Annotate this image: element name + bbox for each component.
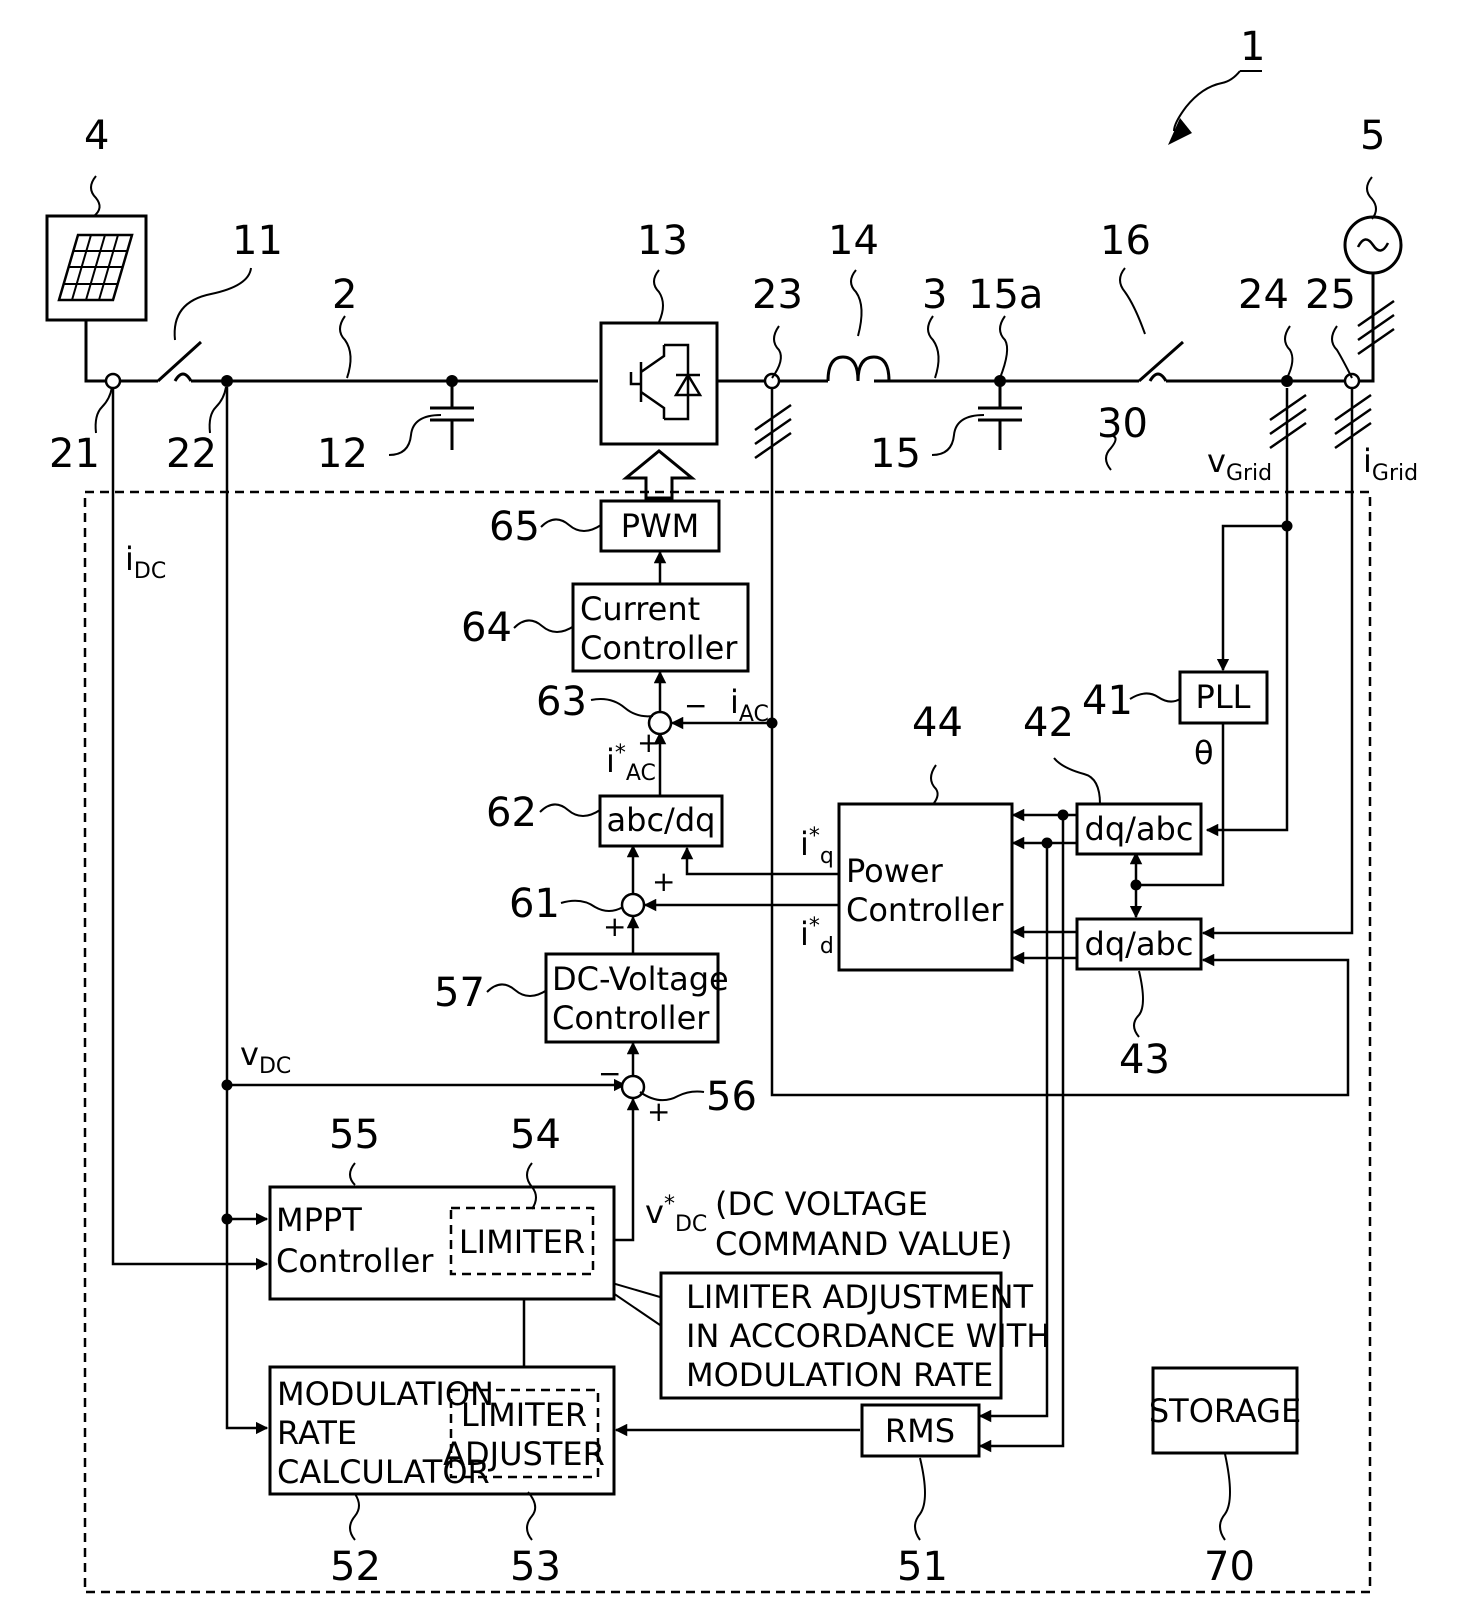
limiter-label: LIMITER: [459, 1223, 585, 1261]
ref-43: 43: [1119, 1037, 1170, 1083]
ref-63: 63: [536, 679, 587, 725]
power-controller-label-2: Controller: [846, 891, 1004, 929]
ref-54: 54: [510, 1112, 561, 1158]
dc-voltage-controller-label-1: DC-Voltage: [552, 960, 729, 998]
signal-i-grid: iGrid: [1363, 442, 1418, 486]
current-controller-label-2: Controller: [580, 629, 738, 667]
ref-5: 5: [1360, 113, 1385, 159]
ref-42: 42: [1023, 700, 1074, 746]
limiter-adjuster-label-2: ADJUSTER: [443, 1435, 605, 1473]
ref-61: 61: [509, 881, 560, 927]
sign-63-plus: +: [637, 726, 660, 759]
dc-voltage-controller-label-2: Controller: [552, 999, 710, 1037]
signal-theta: θ: [1194, 734, 1214, 772]
power-controller-label-1: Power: [846, 852, 944, 890]
pll-label: PLL: [1196, 678, 1251, 716]
summing-junction-56: [622, 1076, 644, 1098]
node-22: [221, 375, 233, 387]
ref-56: 56: [706, 1074, 757, 1120]
signal-i-ac: iAC: [730, 683, 769, 727]
ref-2: 2: [332, 272, 357, 318]
limiter-adjustment-note-1: LIMITER ADJUSTMENT: [686, 1278, 1034, 1316]
ref-62: 62: [486, 790, 537, 836]
ref-41: 41: [1082, 678, 1133, 724]
ref-16: 16: [1100, 218, 1151, 264]
ref-65: 65: [489, 504, 540, 550]
mppt-controller-label-2: Controller: [276, 1242, 434, 1280]
modulation-rate-calculator-label-2: RATE: [277, 1414, 357, 1452]
signal-v-grid: vGrid: [1207, 442, 1272, 486]
ref-15: 15: [870, 431, 921, 477]
capacitor-15-icon: [978, 375, 1022, 450]
ref-64: 64: [461, 605, 512, 651]
pwm-label: PWM: [621, 507, 700, 545]
sign-61-plus-bottom: +: [603, 910, 626, 943]
ref-4: 4: [84, 113, 109, 159]
ref-70: 70: [1204, 1544, 1255, 1590]
limiter-adjustment-note-3: MODULATION RATE: [686, 1356, 993, 1394]
ref-53: 53: [510, 1544, 561, 1590]
ref-51: 51: [897, 1544, 948, 1590]
ref-3: 3: [922, 272, 947, 318]
ref-25: 25: [1305, 272, 1356, 318]
ref-44: 44: [912, 700, 963, 746]
ref-23: 23: [752, 272, 803, 318]
inverter-icon: [601, 323, 717, 444]
dc-voltage-command-note-2: COMMAND VALUE): [715, 1225, 1012, 1263]
grid-ac-source-icon: [1345, 217, 1401, 273]
ref-55: 55: [329, 1112, 380, 1158]
capacitor-12-icon: [430, 375, 474, 450]
dq-abc-42-label: dq/abc: [1085, 810, 1194, 848]
rms-label: RMS: [885, 1412, 955, 1450]
ref-14: 14: [828, 218, 879, 264]
storage-label: STORAGE: [1149, 1392, 1301, 1430]
ref-21: 21: [49, 431, 100, 477]
mppt-controller-label-1: MPPT: [276, 1201, 362, 1239]
terminal-21: [106, 374, 120, 388]
sign-61-plus-right: +: [652, 865, 675, 898]
main-power-line: [86, 273, 1373, 381]
signal-i-star-q: i*q: [800, 824, 834, 869]
limiter-adjuster-label-1: LIMITER: [461, 1396, 587, 1434]
ref-12: 12: [317, 431, 368, 477]
ref-13: 13: [637, 218, 688, 264]
signal-i-dc: iDC: [125, 540, 166, 584]
signal-v-star-dc: v*DC: [645, 1192, 707, 1237]
dq-abc-43-label: dq/abc: [1085, 925, 1194, 963]
abc-dq-label: abc/dq: [607, 801, 716, 839]
current-controller-label-1: Current: [580, 590, 700, 628]
terminal-23: [765, 374, 779, 388]
ref-11: 11: [232, 218, 283, 264]
limiter-adjustment-note-2: IN ACCORDANCE WITH: [686, 1317, 1050, 1355]
ref-30: 30: [1097, 401, 1148, 447]
signal-i-star-d: i*d: [800, 914, 834, 959]
dc-voltage-command-note-1: (DC VOLTAGE: [715, 1185, 928, 1223]
solar-panel-icon: [47, 216, 146, 320]
sign-56-minus: −: [598, 1057, 621, 1090]
ref-57: 57: [434, 970, 485, 1016]
ref-15a: 15a: [968, 272, 1043, 318]
ref-1: 1: [1240, 24, 1265, 70]
sign-63-minus: −: [684, 689, 707, 722]
signal-v-dc: vDC: [240, 1035, 291, 1079]
ref-22: 22: [166, 431, 217, 477]
ref-52: 52: [330, 1544, 381, 1590]
inductor-icon: [828, 357, 889, 381]
ref-24: 24: [1238, 272, 1289, 318]
